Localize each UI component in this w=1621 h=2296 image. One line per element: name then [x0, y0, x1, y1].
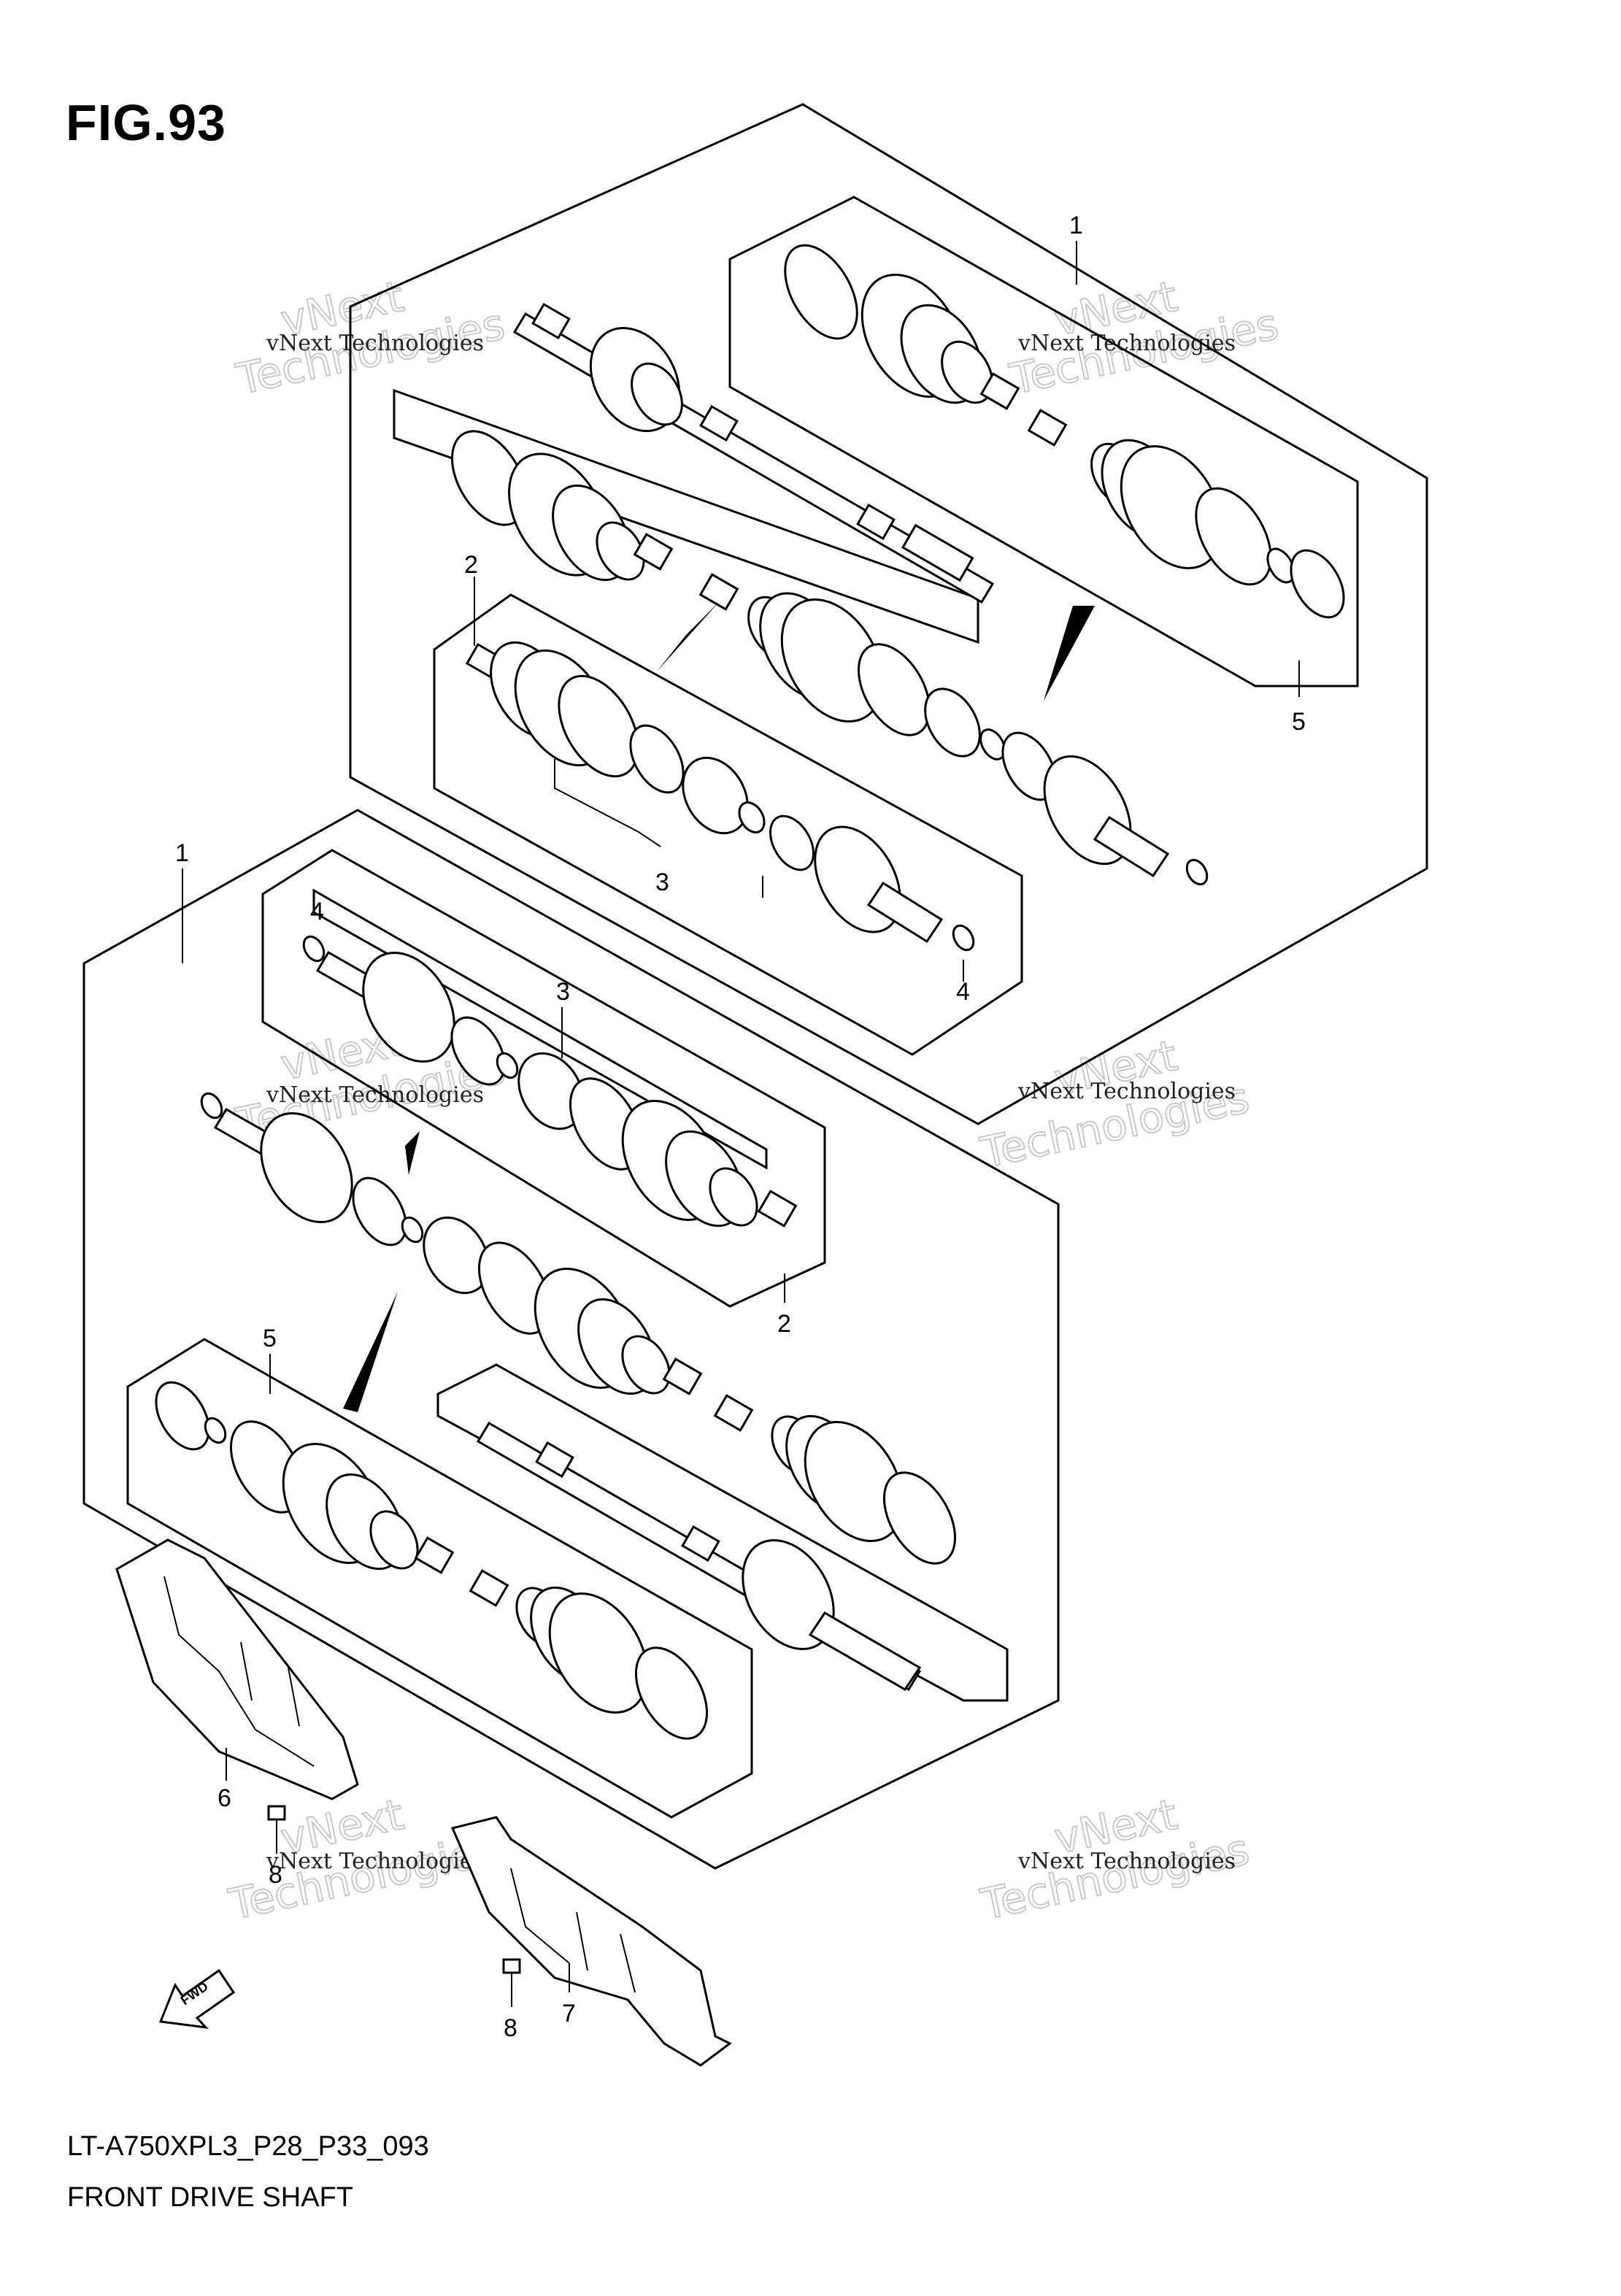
watermark-bottom-right: Technologies vNext vNext Technologies: [976, 1789, 1255, 1930]
top-middle-boot-kit: [451, 430, 1209, 886]
callout-1-bottom: 1: [175, 839, 189, 867]
callout-2-top: 2: [464, 551, 478, 579]
top-inner-kit-2: [465, 641, 975, 952]
callout-6: 6: [217, 1784, 231, 1812]
bottom-outer-boot-and-shaft: [476, 1394, 957, 1692]
callout-3-bottom: 3: [556, 978, 570, 1006]
callout-8a: 8: [269, 1861, 282, 1889]
svg-text:vNext Technologies: vNext Technologies: [266, 331, 484, 356]
bottom-middle-parts: [200, 1092, 703, 1412]
bottom-inner-kit: [302, 935, 798, 1228]
watermark-top-left: Technologies vNext vNext Technologies: [231, 271, 510, 405]
callout-4-top: 4: [956, 978, 970, 1006]
figure-label: FIG.93: [66, 94, 226, 151]
bolt-8a: [267, 1805, 286, 1854]
watermark-bottom-left: Technologies vNext vNext Technologies: [224, 1789, 503, 1930]
watermark-mid-right: Technologies vNext vNext Technologies: [976, 1030, 1255, 1179]
figure-title: FRONT DRIVE SHAFT: [67, 2182, 353, 2213]
callout-8b: 8: [504, 2014, 517, 2042]
watermark-top-right: Technologies vNext vNext Technologies: [1005, 271, 1284, 405]
callout-5-top: 5: [1292, 708, 1306, 736]
bottom-kit-5: [155, 1381, 709, 1740]
svg-text:vNext Technologies: vNext Technologies: [1017, 1849, 1236, 1874]
document-code: LT-A750XPL3_P28_P33_093: [67, 2131, 429, 2162]
top-assembly-frame: [349, 103, 1428, 1125]
callout-2-bottom: 2: [777, 1310, 791, 1338]
guard-6: [115, 1538, 359, 1800]
callout-4-bottom: 4: [310, 898, 324, 925]
callout-5-bottom: 5: [263, 1325, 277, 1352]
callout-3-top: 3: [655, 868, 669, 896]
bolt-8b: [502, 1958, 521, 2007]
guard-7: [450, 1816, 732, 2067]
bottom-assembly-frame: [82, 809, 1060, 1870]
callout-1-top: 1: [1069, 212, 1083, 239]
callout-7: 7: [562, 2000, 576, 2027]
top-shaft: [512, 302, 995, 604]
fwd-arrow-icon: FWD: [158, 1968, 236, 2030]
top-outer-boot-kit: [784, 244, 1345, 619]
svg-text:vNext Technologies: vNext Technologies: [266, 1849, 484, 1874]
svg-text:vNext Technologies: vNext Technologies: [1017, 1079, 1236, 1104]
svg-text:vNext Technologies: vNext Technologies: [266, 1082, 484, 1108]
